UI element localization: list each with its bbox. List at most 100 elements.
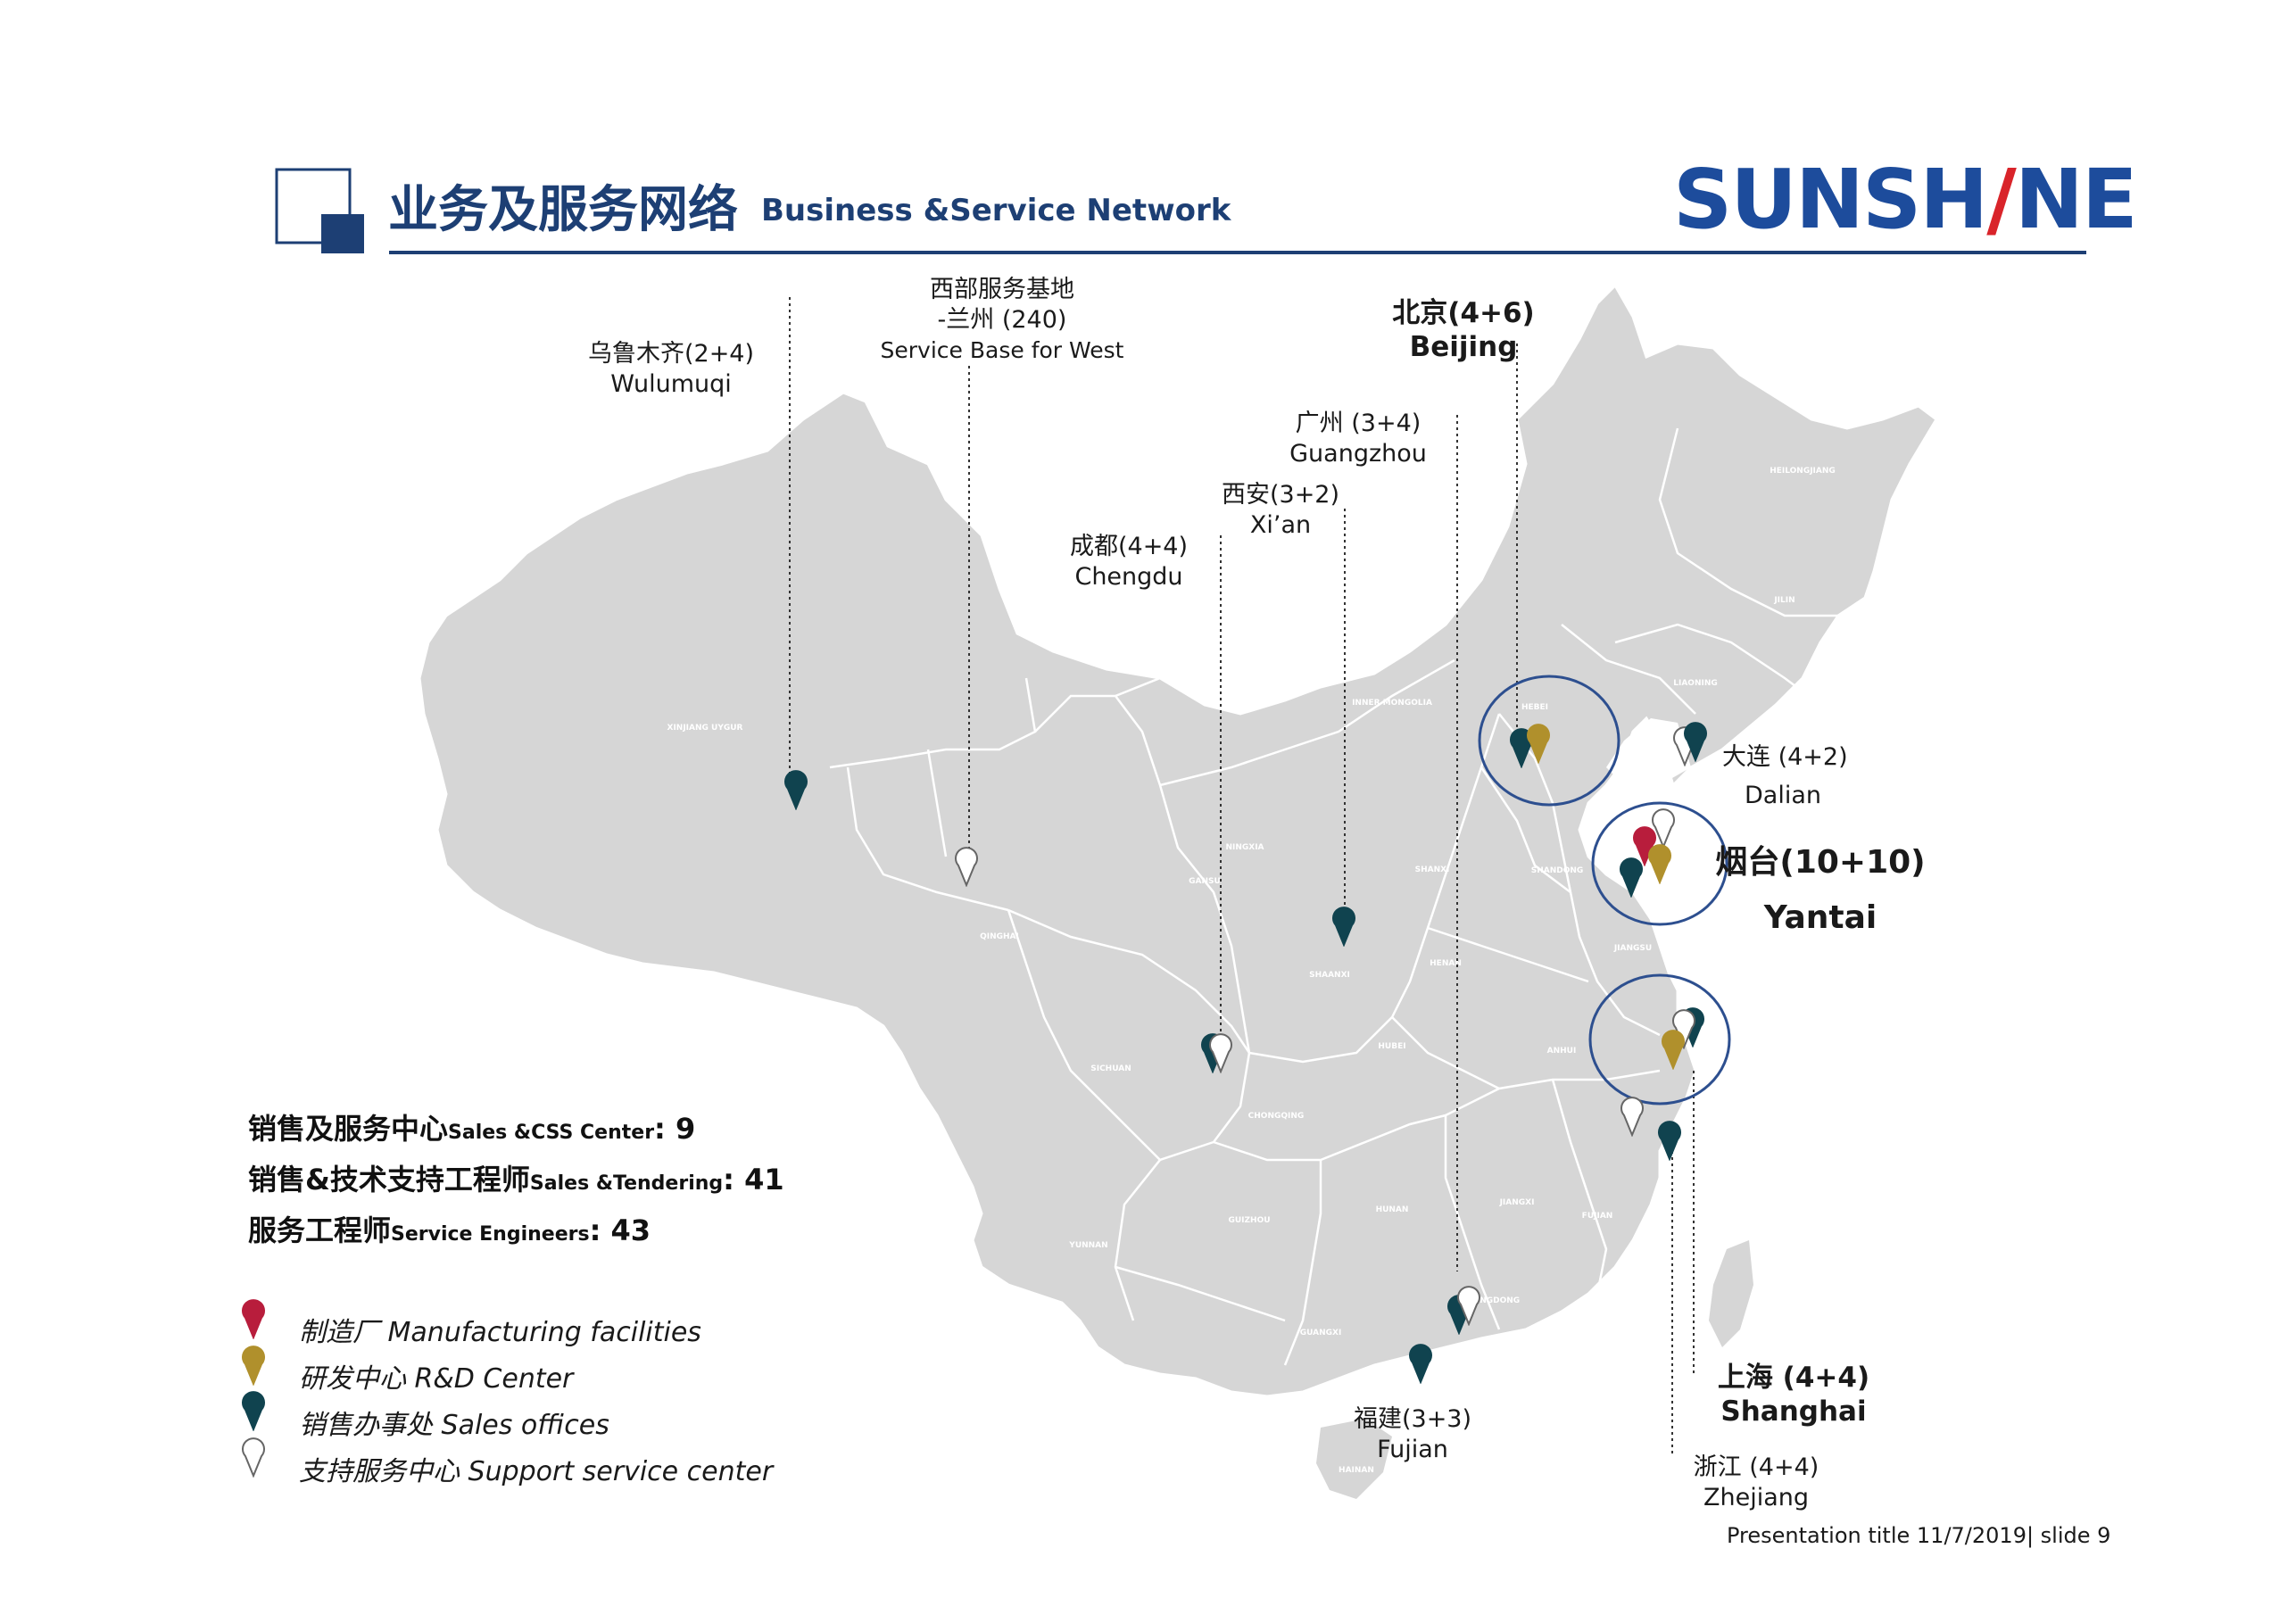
legend-rnd: 研发中心 R&D Center (299, 1363, 574, 1395)
province-label: HEILONGJIANG (1770, 467, 1836, 476)
sales-legend-icon (242, 1391, 265, 1430)
beijing-circle (1478, 675, 1620, 807)
city-name-en: Yantai (1763, 899, 1877, 936)
city-name-cn: 成都(4+4) (1069, 533, 1189, 560)
province-label: HUNAN (1376, 1205, 1409, 1214)
rnd-legend-icon (242, 1346, 265, 1385)
province-label: CHONGQING (1248, 1112, 1305, 1121)
city-label-beijing: 北京(4+6) Beijing (1392, 296, 1534, 364)
stat-label-cn: 销售及服务中心 (248, 1112, 449, 1146)
province-label: SICHUAN (1090, 1064, 1131, 1073)
province-label: HAINAN (1339, 1466, 1374, 1475)
stat-value: : 43 (589, 1213, 651, 1247)
leader-lines (789, 297, 1695, 1454)
city-label-xian: 西安(3+2) Xi’an (1222, 480, 1339, 541)
province-label: JILIN (1773, 596, 1795, 605)
region-circles (1478, 675, 1731, 1105)
city-label-fujian: 福建(3+3) Fujian (1354, 1404, 1471, 1465)
province-label: GUANGDONG (1461, 1296, 1520, 1305)
bohai-sea (1606, 718, 1691, 785)
legend-support: 支持服务中心 Support service center (299, 1456, 774, 1487)
city-name-cn: 广州 (3+4) (1295, 410, 1422, 437)
province-labels: XINJIANG UYGUR QINGHAI TIBET SICHUAN YUN… (667, 467, 1836, 1475)
rnd-center-marker (1648, 844, 1671, 883)
city-label-zhejiang: 浙江 (4+4) Zhejiang (1694, 1453, 1819, 1513)
city-label-lanzhou: 西部服务基地 -兰州 (240) Service Base for West (881, 275, 1124, 366)
stat-sales-css-center: 销售及服务中心Sales &CSS Center: 9 (248, 1106, 695, 1147)
city-label-chengdu: 成都(4+4) Chengdu (1070, 532, 1188, 592)
logo-left: SUNSH (1673, 152, 1988, 247)
city-name-cn: 北京(4+6) (1392, 297, 1535, 329)
province-label: HEBEI (1521, 703, 1548, 712)
header-square-outline (275, 168, 352, 244)
city-name-cn: 西部服务基地 (929, 276, 1074, 303)
stat-sales-tendering: 销售&技术支持工程师Sales &Tendering: 41 (248, 1157, 784, 1198)
city-name-en: Chengdu (1074, 563, 1183, 591)
stat-label-en: Sales &Tendering (529, 1172, 724, 1195)
logo-slash: / (1986, 152, 2017, 247)
province-label: SHANXI (1415, 865, 1450, 874)
province-label: SHAANXI (1309, 971, 1350, 980)
province-label: JIANGXI (1499, 1198, 1535, 1207)
hainan-island (1316, 1419, 1392, 1499)
city-name-cn: 西安(3+2) (1221, 481, 1340, 509)
province-label: YUNNAN (1068, 1241, 1107, 1250)
province-label: GANSU (1189, 877, 1221, 886)
city-label-wulumuqi: 乌鲁木齐(2+4) Wulumuqi (588, 339, 754, 400)
stat-label-cn: 销售&技术支持工程师 (248, 1163, 530, 1197)
province-label: LIAONING (1673, 679, 1718, 688)
sales-office-marker (1409, 1344, 1432, 1383)
sales-office-marker (1658, 1121, 1681, 1160)
province-label: SHANGHAI (1712, 1033, 1760, 1042)
china-mainland (418, 283, 1938, 1398)
support-center-marker (1652, 808, 1675, 848)
page-title-en: Business &Service Network (761, 193, 1231, 228)
shanghai-circle (1588, 973, 1731, 1105)
stat-service-engineers: 服务工程师Service Engineers: 43 (248, 1208, 651, 1249)
city-name-cn: 大连 (4+2) (1722, 743, 1848, 771)
city-name-cn: 浙江 (4+4) (1693, 1453, 1819, 1481)
stat-label-cn: 服务工程师 (248, 1213, 392, 1247)
province-label: INNER MONGOLIA (1352, 699, 1432, 708)
city-name-en: Xi’an (1249, 511, 1312, 539)
city-name-en: Wulumuqi (610, 370, 732, 398)
city-name-cn: 乌鲁木齐(2+4) (587, 340, 755, 368)
logo-right: NE (2014, 152, 2138, 247)
support-legend-icon (242, 1437, 265, 1477)
province-label: HUBEI (1378, 1042, 1405, 1051)
city-label-shanghai: 上海 (4+4) Shanghai (1718, 1361, 1869, 1428)
city-name-en: Zhejiang (1703, 1484, 1810, 1511)
stat-value: : 41 (723, 1163, 784, 1197)
province-label: FUJIAN (1582, 1212, 1613, 1221)
province-label: TIBET (862, 1038, 888, 1047)
province-label: XINJIANG UYGUR (667, 724, 743, 733)
province-label: HENAN (1430, 959, 1462, 968)
province-borders (829, 427, 1838, 1366)
city-name-cn2: -兰州 (240) (937, 306, 1067, 334)
yantai-circle (1591, 801, 1728, 926)
city-name-en: Beijing (1409, 331, 1518, 363)
province-label: ANHUI (1547, 1047, 1577, 1056)
header-square-filled (321, 214, 364, 253)
stat-label-en: Service Engineers (391, 1223, 590, 1246)
province-label: QINGHAI (980, 932, 1019, 941)
city-name-en: Dalian (1745, 782, 1821, 809)
city-label-guangzhou: 广州 (3+4) Guangzhou (1289, 409, 1427, 469)
province-label: NINGXIA (1225, 843, 1264, 852)
legend-markers (242, 1299, 265, 1477)
city-name-en: Guangzhou (1289, 440, 1427, 468)
manufacturing-legend-icon (242, 1299, 265, 1338)
legend-sales: 销售办事处 Sales offices (299, 1410, 609, 1441)
city-name-cn: 福建(3+3) (1353, 1405, 1472, 1433)
stat-value: : 9 (654, 1112, 696, 1146)
city-name-cn: 烟台(10+10) (1715, 844, 1926, 881)
slide-footer: Presentation title 11/7/2019| slide 9 (1727, 1523, 2111, 1548)
page-title-cn: 业务及服务网络 (388, 181, 738, 239)
city-name-en: Fujian (1377, 1436, 1448, 1463)
city-name-en: Shanghai (1720, 1395, 1867, 1428)
city-name-cn: 上海 (4+4) (1717, 1362, 1870, 1394)
province-label: SHANDONG (1531, 866, 1584, 875)
stat-label-en: Sales &CSS Center (448, 1122, 655, 1144)
city-name-en: Service Base for West (880, 337, 1124, 363)
